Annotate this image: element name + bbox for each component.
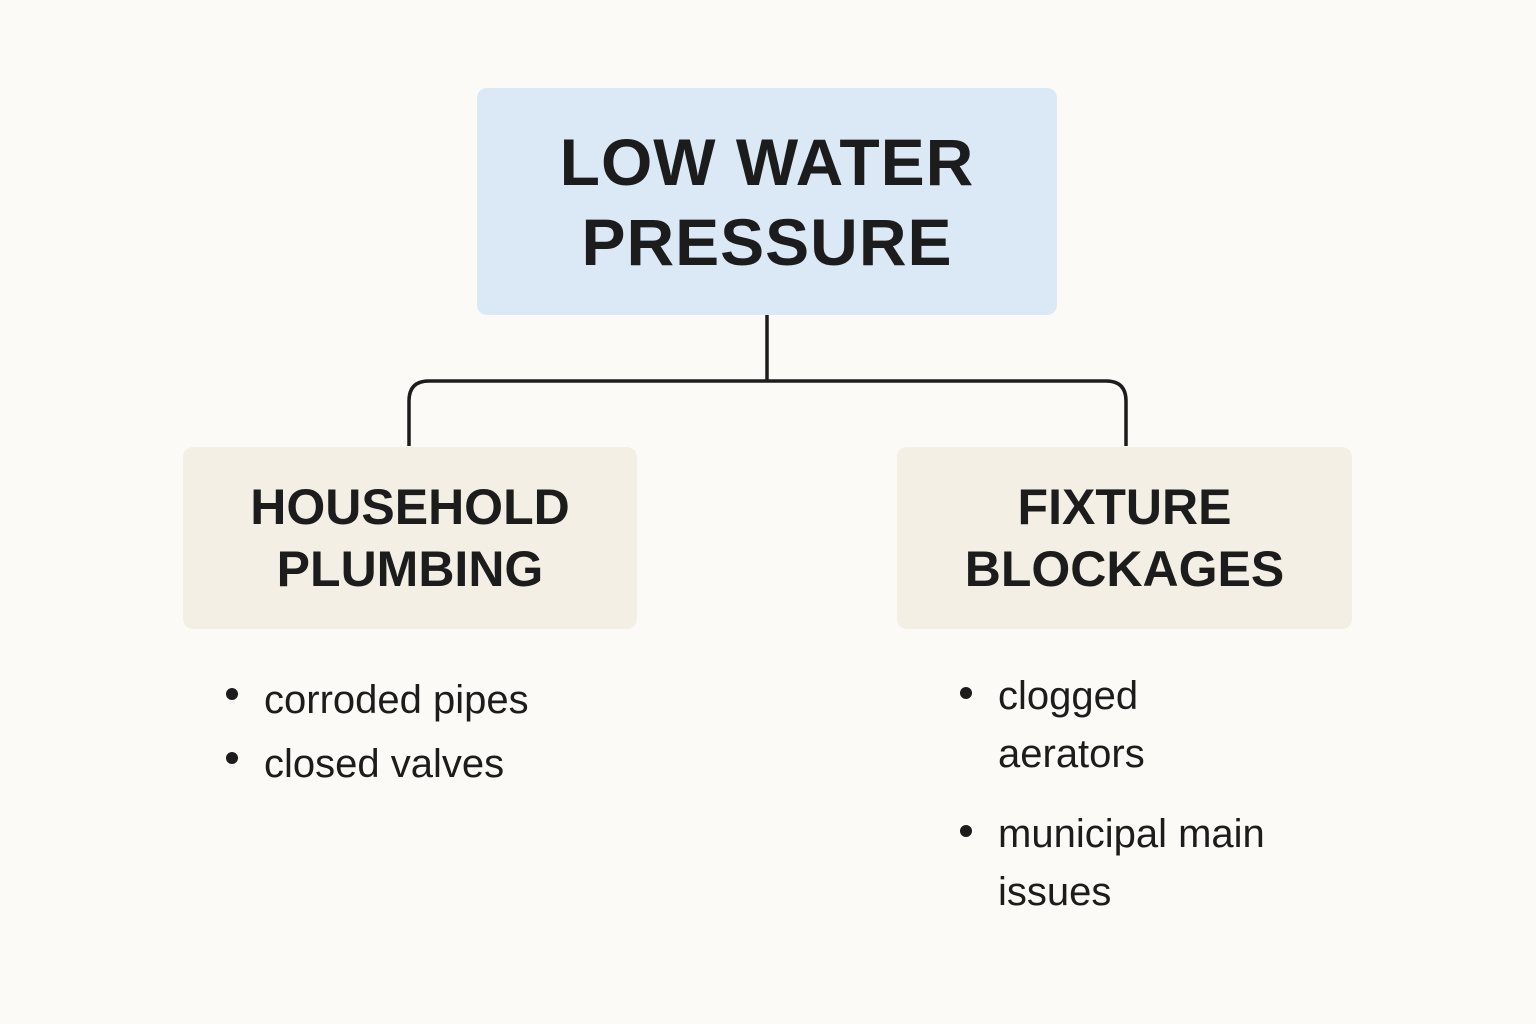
bullet-item-text: closed valves	[264, 742, 505, 786]
root-node-line-2: PRESSURE	[581, 204, 953, 279]
bullet-item-text-line-1: clogged	[998, 674, 1139, 718]
bullet-item-text-line-2: issues	[998, 870, 1112, 914]
branch-node-line-2: PLUMBING	[276, 541, 544, 597]
bullet-item-text-line-1: municipal main	[998, 812, 1265, 856]
root-node-line-1: LOW WATER	[559, 124, 975, 199]
bullet-item: closed valves	[226, 732, 529, 796]
bullet-item-text-line-2: aerators	[998, 732, 1145, 776]
branch-node-household-plumbing: HOUSEHOLD PLUMBING	[183, 447, 637, 629]
connector-branch-bar	[407, 379, 1128, 446]
branch-node-line-2: BLOCKAGES	[964, 541, 1285, 597]
bullet-list-household-plumbing: corroded pipes closed valves	[226, 668, 529, 796]
root-node: LOW WATER PRESSURE	[477, 88, 1057, 315]
bullet-item: clogged aerators	[960, 667, 1340, 783]
bullet-list-fixture-blockages: clogged aerators municipal main issues	[960, 667, 1340, 943]
branch-node-line-1: HOUSEHOLD	[250, 479, 570, 535]
bullet-item: municipal main issues	[960, 805, 1340, 921]
bullet-item: corroded pipes	[226, 668, 529, 732]
branch-node-fixture-blockages: FIXTURE BLOCKAGES	[897, 447, 1352, 629]
branch-node-line-1: FIXTURE	[1017, 479, 1232, 535]
bullet-item-text: corroded pipes	[264, 678, 529, 722]
